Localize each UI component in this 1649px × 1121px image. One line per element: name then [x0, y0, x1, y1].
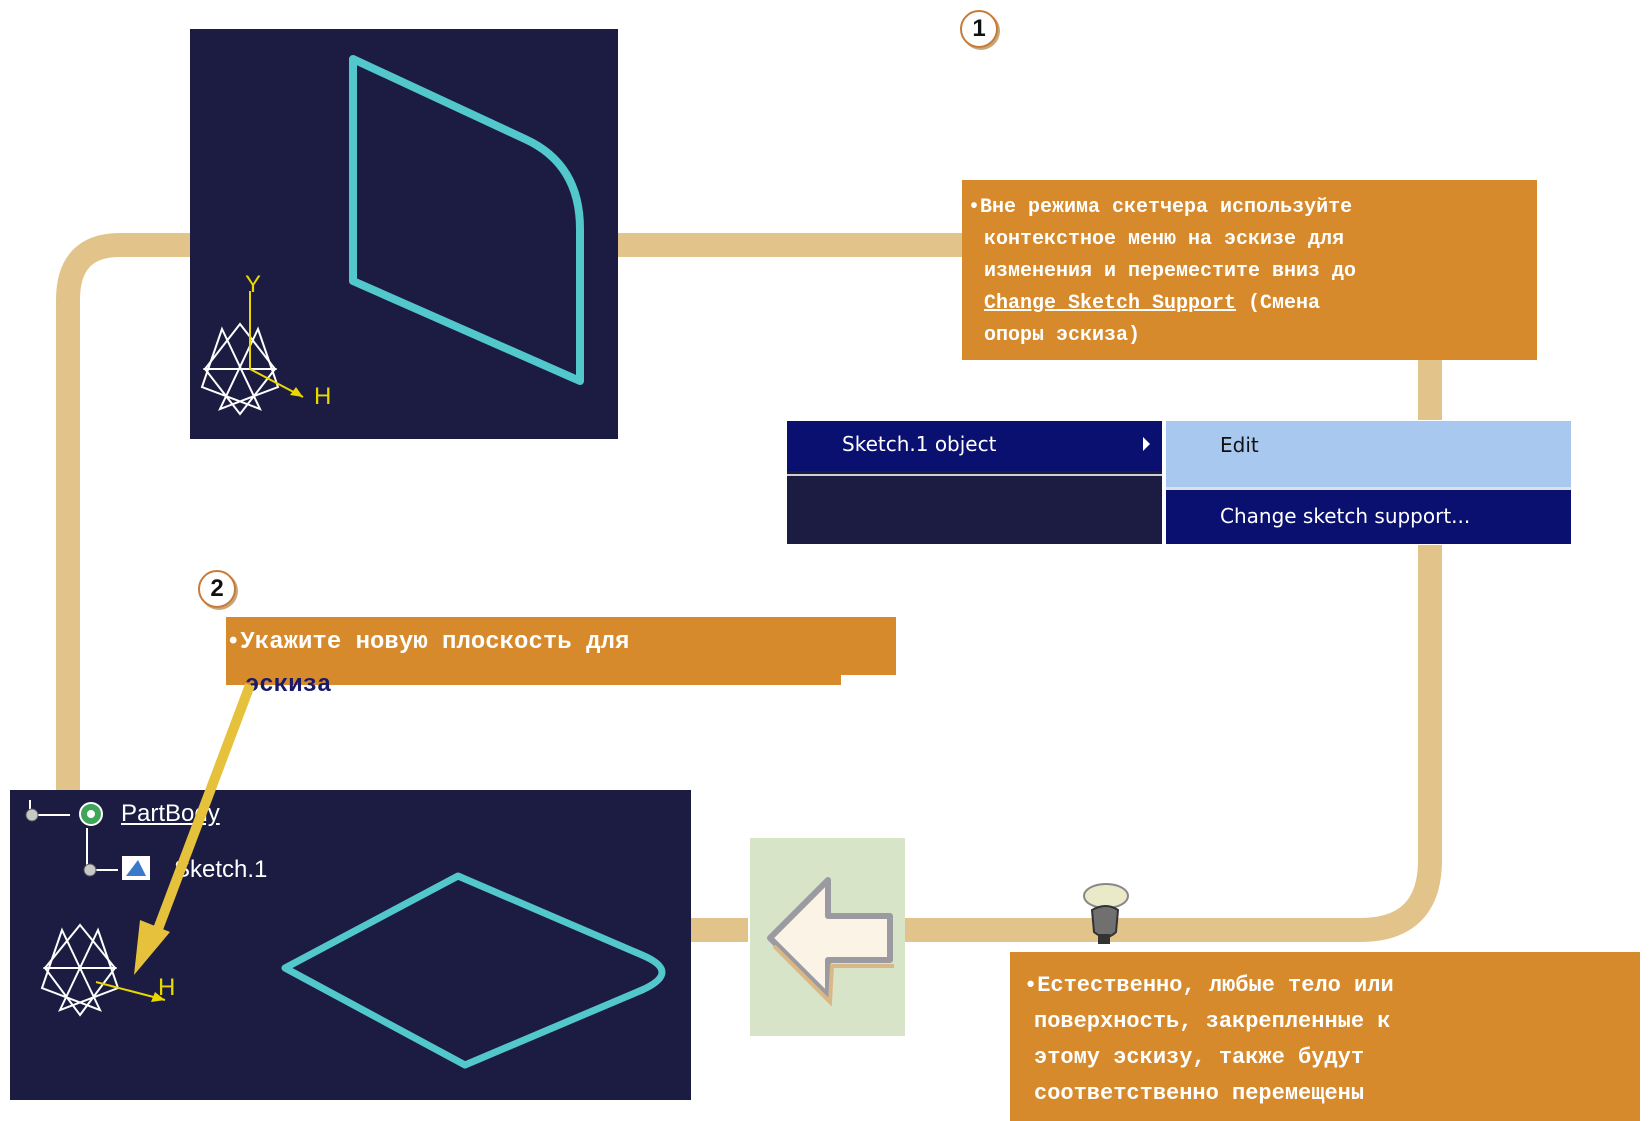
step-badge-1: 1: [960, 10, 998, 48]
note1-line-1: •Вне режима скетчера используйте: [968, 196, 1353, 219]
note1-line-2: контекстное меню на эскизе для: [984, 228, 1345, 251]
submenu: Edit Change sketch support...: [1166, 421, 1571, 544]
menu-item-sketch-object[interactable]: Sketch.1 object: [787, 421, 1162, 471]
axis-h-label: H: [158, 974, 176, 1001]
change-sketch-support-link: Change Sketch Support: [984, 292, 1237, 315]
callout-instruction-3: •Естественно, любые тело или поверхность…: [1010, 952, 1640, 1121]
submenu-item-edit-label: Edit: [1220, 433, 1259, 457]
submenu-separator: [1166, 487, 1571, 490]
note1-line-3: изменения и переместите вниз до: [984, 260, 1357, 283]
note2-underbar: [226, 675, 841, 685]
note2-line-1: •Укажите новую плоскость для: [226, 629, 630, 656]
viewport-top: Y H: [190, 29, 618, 439]
note3-line-4: соответственно перемещены: [1034, 1081, 1365, 1106]
submenu-item-change-sketch-support[interactable]: Change sketch support...: [1166, 490, 1571, 544]
menu-separator: [787, 474, 1162, 476]
note3-line-1: •Естественно, любые тело или: [1024, 973, 1394, 998]
sketch-profile-original: [200, 55, 584, 416]
context-menu: Sketch.1 object: [787, 421, 1162, 544]
note3-line-3: этому эскизу, также будут: [1034, 1045, 1365, 1070]
note1-line-5: опоры эскиза): [984, 324, 1141, 347]
note2-line-2: эскиза: [245, 672, 332, 699]
tree-node-expander-icon: [83, 863, 97, 877]
callout-instruction-1: •Вне режима скетчера используйте контекс…: [962, 180, 1537, 360]
menu-item-sketch-object-label: Sketch.1 object: [842, 432, 997, 456]
tree-node-expander-icon: [25, 808, 39, 822]
partbody-gear-icon: [79, 802, 103, 826]
axis-compass-icon: [40, 923, 166, 1017]
axis-compass-icon: [200, 291, 304, 416]
step-badge-2: 2: [198, 570, 236, 608]
left-arrow-icon: [767, 877, 894, 1007]
submenu-item-change-label: Change sketch support...: [1220, 504, 1471, 528]
back-arrow-graphic: [750, 838, 905, 1036]
submenu-item-edit[interactable]: Edit: [1166, 421, 1571, 487]
attachment-pin-icon: [1083, 883, 1129, 944]
note1-line-4: Change Sketch Support (Смена: [984, 292, 1321, 315]
axis-h-label: H: [314, 383, 332, 410]
note3-line-2: поверхность, закрепленные к: [1034, 1009, 1391, 1034]
submenu-arrow-icon: [1143, 437, 1150, 451]
sketch-node-icon: [122, 856, 150, 880]
tree-item-sketch-1[interactable]: Sketch.1: [174, 856, 268, 883]
callout-instruction-2: •Укажите новую плоскость для: [226, 617, 896, 675]
axis-y-label: Y: [245, 271, 262, 298]
viewport-bottom: PartBody Sketch.1 H: [10, 790, 691, 1100]
sketch-profile-moved: [25, 800, 666, 1069]
